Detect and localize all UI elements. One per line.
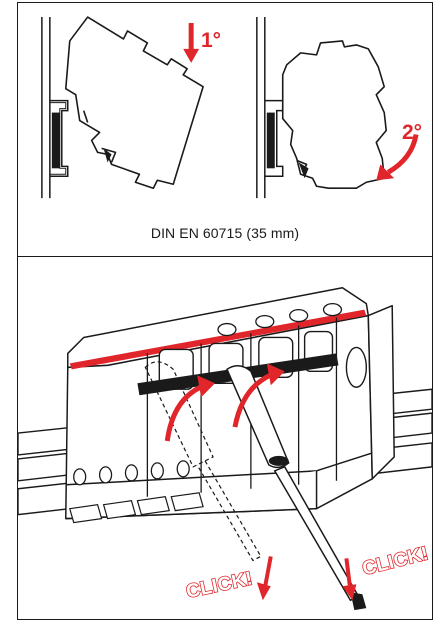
removal-panel: CLICK! CLICK! [18,257,432,620]
mounting-illustration [41,16,419,199]
instruction-figure: 1° 2° DIN EN 60715 (35 mm) [17,2,433,620]
device-clip-left [103,148,112,163]
removal-illustration [18,286,432,611]
mounting-panel: 1° 2° DIN EN 60715 (35 mm) [18,3,432,257]
rotate-arrow-right [232,363,285,428]
module-dividers [146,317,338,497]
device-clip-right [298,162,309,179]
screwdriver-icon [226,365,367,611]
top-terminals [217,303,343,337]
curved-arrow-icon [376,133,419,181]
down-arrow-icon [183,23,200,63]
bottom-clips [68,492,204,524]
screwdriver-ghost [144,361,262,562]
down-arrow-left-icon [256,556,273,601]
side-knob [345,346,368,388]
front-screws [73,460,190,486]
device-tilted [64,16,204,190]
rotate-arrow-left [164,375,216,442]
breaker-block [65,286,395,520]
din-standard-caption: DIN EN 60715 (35 mm) [150,225,300,241]
rail-profile-left [51,112,60,169]
step-two-label: 2° [402,121,423,144]
rail-profile-right [266,112,275,169]
device-seated [281,40,388,190]
down-arrow-right-icon [342,558,357,601]
din-rail-right [256,17,284,199]
din-rail-left [41,17,69,199]
brand-stripe [69,309,367,370]
step-one-label: 1° [201,29,222,52]
